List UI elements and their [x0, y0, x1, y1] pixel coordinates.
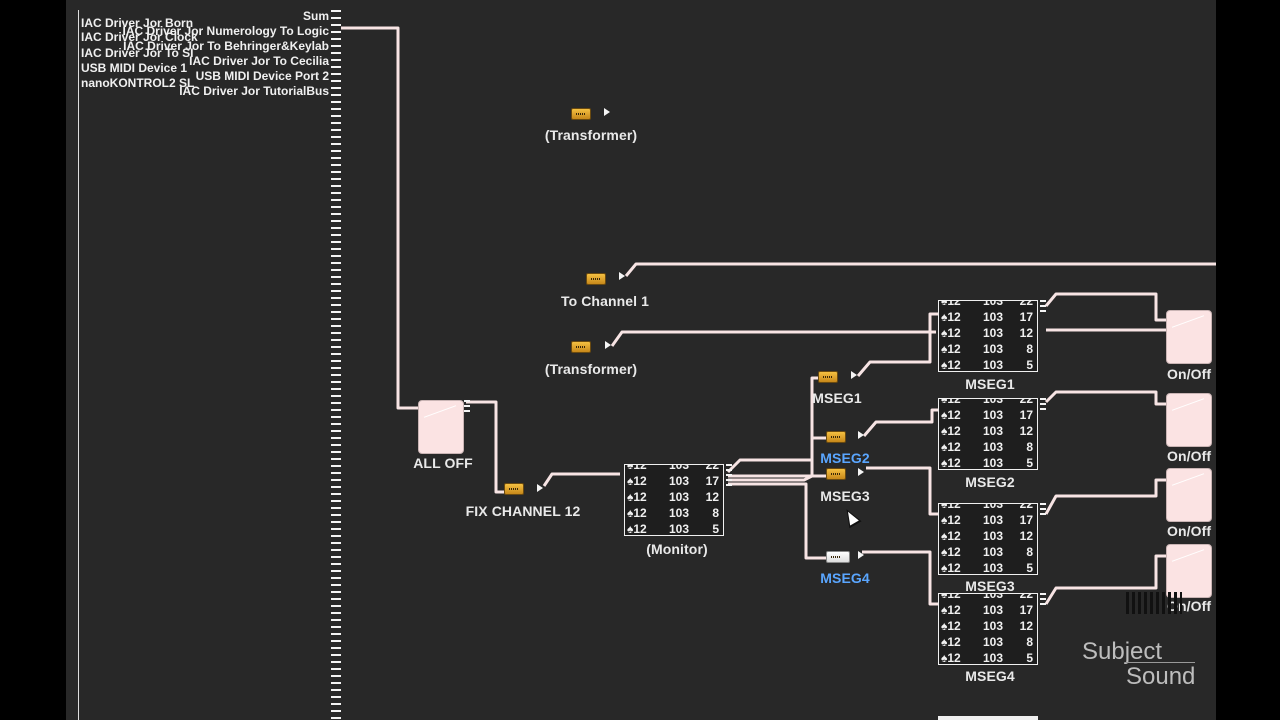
row-channel: ♠12: [627, 522, 647, 536]
to-channel-1-knob[interactable]: [586, 273, 606, 285]
onoff-button-3[interactable]: [1166, 468, 1212, 522]
outlet-arrow-icon[interactable]: [858, 468, 864, 476]
source-port[interactable]: nanoKONTROL2 SL: [81, 76, 195, 90]
mseg4-knob-label: MSEG4: [820, 570, 870, 586]
row-controller: 103: [668, 474, 690, 488]
transformer-knob[interactable]: [571, 341, 591, 353]
all-off-label: ALL OFF: [413, 455, 473, 471]
row-value: 8: [712, 506, 719, 520]
outlet-arrow-icon[interactable]: [604, 108, 610, 116]
to-channel-1-label: To Channel 1: [560, 293, 650, 309]
outlet-pins[interactable]: [464, 400, 470, 412]
onoff-button-1[interactable]: [1166, 310, 1212, 364]
midi-port-list[interactable]: IAC Driver Jor Born IAC Driver Jor Clock…: [78, 9, 334, 720]
transformer-knob[interactable]: [571, 108, 591, 120]
mseg3-knob[interactable]: [826, 468, 846, 480]
row-channel: ♠12: [627, 490, 647, 504]
source-port[interactable]: IAC Driver Jor Born: [81, 16, 194, 30]
monitor-label: (Monitor): [646, 541, 708, 557]
mseg4-knob[interactable]: [826, 551, 850, 563]
onoff-button-2[interactable]: [1166, 393, 1212, 447]
mseg4-box-label: MSEG4: [965, 668, 1015, 684]
transformer-label: (Transformer): [544, 127, 638, 143]
source-port[interactable]: IAC Driver Jor Clock: [81, 30, 198, 44]
outlet-arrow-icon[interactable]: [619, 272, 625, 280]
row-channel: ♠12: [627, 474, 647, 488]
row-controller: 103: [668, 490, 690, 504]
outlet-arrow-icon[interactable]: [605, 341, 611, 349]
onoff-button-4[interactable]: [1166, 544, 1212, 598]
mseg2-knob-label: MSEG2: [820, 450, 870, 466]
source-port[interactable]: USB MIDI Device 1: [81, 61, 188, 75]
mseg1-knob[interactable]: [818, 371, 838, 383]
row-controller: 103: [668, 522, 690, 536]
outlet-arrow-icon[interactable]: [858, 551, 864, 559]
fix-channel-knob[interactable]: [504, 483, 524, 495]
row-channel: ♠12: [627, 506, 647, 520]
outlet-pins[interactable]: [726, 464, 732, 488]
outlet-pins[interactable]: [1040, 503, 1046, 517]
row-value: 5: [712, 522, 719, 536]
mseg1-box-label: MSEG1: [965, 376, 1015, 392]
logo-word-1: Subject: [1082, 638, 1163, 665]
row-controller: 103: [668, 506, 690, 520]
outlet-arrow-icon[interactable]: [537, 484, 543, 492]
onoff-label: On/Off: [1167, 523, 1212, 539]
port-outlet-strip[interactable]: [331, 10, 341, 720]
mseg3-box-label: MSEG3: [965, 578, 1015, 594]
mseg2-knob[interactable]: [826, 431, 846, 443]
logo-word-2: Sound: [1126, 662, 1196, 690]
transformer-label: (Transformer): [544, 361, 638, 377]
outlet-arrow-icon[interactable]: [851, 371, 857, 379]
all-off-button[interactable]: [418, 400, 464, 454]
source-port[interactable]: IAC Driver Jor To SI: [81, 46, 194, 60]
destination-port[interactable]: USB MIDI Device Port 2: [195, 69, 329, 83]
onoff-label: On/Off: [1167, 366, 1212, 382]
fix-channel-label: FIX CHANNEL 12: [465, 503, 581, 519]
onoff-label: On/Off: [1167, 448, 1212, 464]
outlet-pins[interactable]: [1040, 593, 1046, 607]
destination-port[interactable]: IAC Driver Jor To Cecilia: [189, 54, 329, 68]
mseg1-knob-label: MSEG1: [812, 390, 862, 406]
row-value: 17: [705, 474, 719, 488]
outlet-pins[interactable]: [1040, 300, 1046, 314]
logo-bars-icon: [1126, 592, 1182, 614]
destination-port[interactable]: IAC Driver Jor TutorialBus: [179, 84, 329, 98]
destination-port[interactable]: Sum: [302, 9, 329, 23]
row-value: 12: [705, 490, 719, 504]
outlet-pins[interactable]: [1040, 398, 1046, 412]
outlet-arrow-icon[interactable]: [858, 431, 864, 439]
destination-port[interactable]: IAC Driver Jor To Behringer&Keylab: [123, 39, 329, 53]
destination-port[interactable]: IAC Driver Jor Numerology To Logic: [122, 24, 329, 38]
mseg3-knob-label: MSEG3: [820, 488, 870, 504]
mseg2-box-label: MSEG2: [965, 474, 1015, 490]
